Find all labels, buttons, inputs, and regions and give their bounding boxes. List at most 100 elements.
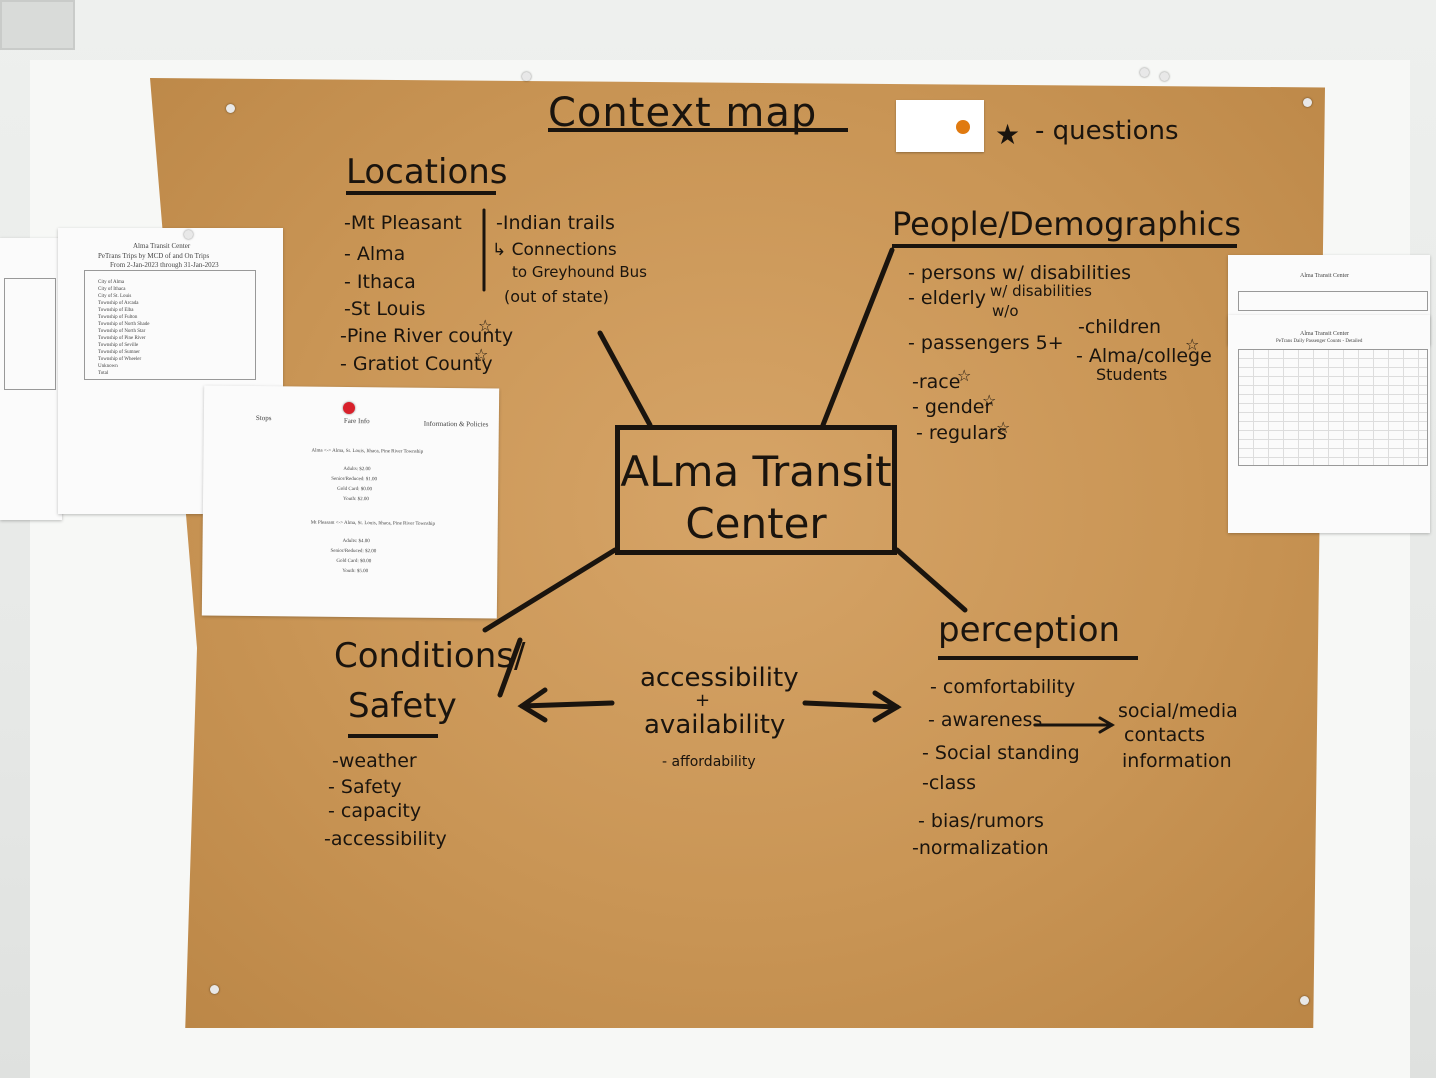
location-item: - Ithaca [344,271,416,293]
fare-line: Senior/Reduced: $1.00 [331,477,377,482]
push-pin-icon [1160,72,1169,81]
people-item: w/ disabilities [990,282,1092,300]
handout-title: Alma Transit Center [133,242,190,250]
plus-label: + [695,690,710,711]
handout-title: Alma Transit Center [1300,331,1349,337]
fare-line: Gold Card: $0.00 [337,487,372,492]
conditions-item: - Safety [328,776,402,798]
location-item: - Gratiot County [340,353,493,375]
conditions-heading: Conditions/ [334,636,525,676]
handout-subtitle: PeTrans Trips by MCD of and On Trips [98,252,209,260]
location-side-item: to Greyhound Bus [512,263,647,281]
table-row: Township of Seville [98,343,138,348]
table-row: City of Ithaca [98,287,126,292]
people-item: -race [912,371,960,393]
conditions-item: - capacity [328,800,421,822]
fare-line: Youth: $2.00 [343,497,369,502]
table-row: City of Alma [98,280,124,285]
location-side-item: -Indian trails [496,212,615,234]
star-icon: ☆ [996,418,1010,437]
table-row: Township of North Star [98,329,145,334]
center-label-line2: Center [615,498,897,550]
location-item: - Alma [344,243,405,265]
perception-item: - Social standing [922,742,1080,764]
perception-side-item: information [1122,750,1232,772]
people-underline [892,244,1237,248]
fare-route: Mt Pleasant <-> Alma, St. Louis, Ithaca,… [311,521,435,527]
fare-line: Adults: $2.00 [343,467,370,472]
push-pin-icon [343,402,355,414]
table-row: Township of Sumner [98,350,140,355]
perception-item: -normalization [912,837,1049,859]
locations-underline [346,191,496,195]
fare-line: Senior/Reduced: $2.00 [330,549,376,554]
location-item: -St Louis [344,298,426,320]
logo-icon [956,120,970,134]
handout-title: Alma Transit Center [1300,273,1349,279]
push-pin-icon [226,104,235,113]
title-underline [548,128,848,132]
handout-subtitle: PeTrans Daily Passenger Counts - Detaile… [1276,339,1362,344]
push-pin-icon [1140,68,1149,77]
people-heading: People/Demographics [892,205,1241,243]
location-side-item: ↳ Connections [492,240,617,260]
table-row: Township of Wheeler [98,357,141,362]
star-icon: ★ [995,118,1020,151]
fare-line: Youth: $5.00 [342,569,368,574]
perception-side-item: contacts [1124,724,1205,746]
handout-range: From 2-Jan-2023 through 31-Jan-2023 [110,261,219,269]
affordability-label: - affordability [662,754,756,770]
star-icon: ☆ [478,316,492,335]
star-icon: ☆ [982,391,996,410]
conditions-underline [348,734,438,738]
column-header: Fare Info [344,417,370,425]
connector-perception [897,550,965,610]
people-item: - elderly [908,287,986,309]
accessibility-label: accessibility [640,663,799,693]
table-grid [4,278,56,390]
connector-locations [600,333,650,425]
conditions-item: -accessibility [324,828,447,850]
table-row: City of St. Louis [98,294,131,299]
perception-item: - bias/rumors [918,810,1044,832]
people-item: -children [1078,316,1161,338]
star-icon: ☆ [1185,335,1199,354]
connector-people [823,250,892,425]
center-label-line1: ALma Transit [615,446,897,498]
table-row: Township of Elba [98,308,133,313]
people-item: w/o [992,302,1019,320]
star-icon: ☆ [957,366,971,385]
people-item: - gender [912,396,992,418]
table-grid [1238,291,1428,311]
people-item: - persons w/ disabilities [908,262,1131,284]
perception-item: - awareness [928,709,1042,731]
column-header: Stops [256,414,272,422]
business-card [896,100,984,152]
handout-stops-fares: Stops Fare Info Information & Policies A… [202,385,499,618]
arrow-right-icon [805,703,897,707]
arrow-left-icon [522,703,612,706]
handout-left-edge [0,238,62,520]
location-side-item: (out of state) [504,287,609,306]
table-row: Township of Pine River [98,336,146,341]
table-row: Township of Arcada [98,301,138,306]
push-pin-icon [522,72,531,81]
perception-heading: perception [938,610,1120,650]
star-icon: ☆ [474,345,488,364]
handout-passenger-counts: Alma Transit Center PeTrans Daily Passen… [1228,315,1430,533]
people-item: - passengers 5+ [908,332,1064,354]
fare-route: Alma <-> Alma, St. Louis, Ithaca, Pine R… [312,449,424,455]
people-item: Students [1096,365,1167,384]
fare-line: Adults: $4.00 [343,539,370,544]
conditions-item: -weather [332,750,417,772]
push-pin-icon [1300,996,1309,1005]
location-item: -Mt Pleasant [344,212,462,234]
table-row: Township of North Shade [98,322,149,327]
table-row: Township of Fulton [98,315,137,320]
push-pin-icon [184,230,193,239]
perception-underline [938,656,1138,660]
connector-conditions [485,550,615,630]
table-row: Total [98,371,108,376]
perception-side-item: social/media [1118,700,1238,722]
people-item: - regulars [916,422,1007,444]
